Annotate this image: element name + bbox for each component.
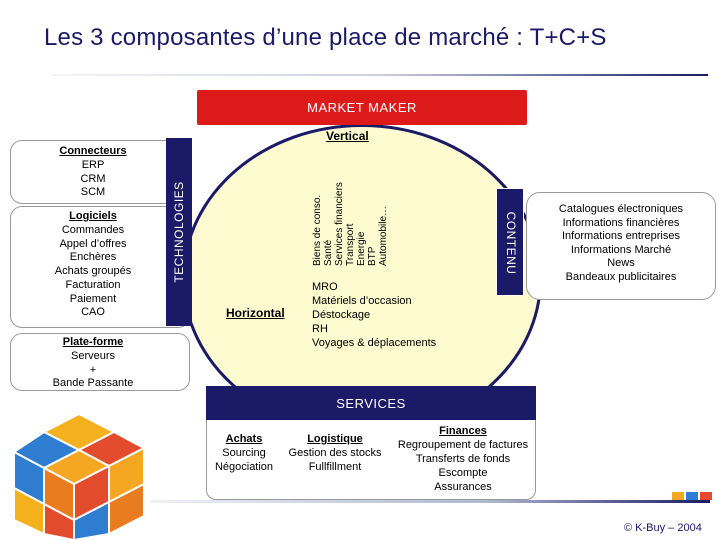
logiciels-box: Logiciels Commandes Appel d’offres Enchè…	[10, 206, 190, 328]
achats-heading: Achats	[225, 433, 263, 445]
vertical-item: Energie	[356, 231, 367, 266]
technologies-bar: TECHNOLOGIES	[166, 138, 192, 326]
services-bar: SERVICES	[206, 386, 536, 420]
plateforme-item: Serveurs	[70, 349, 116, 362]
technologies-label: TECHNOLOGIES	[172, 181, 186, 283]
logiciels-item: Enchères	[69, 251, 117, 264]
horizontal-item: MRO	[312, 281, 338, 293]
accent-bar-red	[700, 492, 712, 500]
horizontal-item: Déstockage	[312, 309, 371, 321]
connecteurs-box: Connecteurs ERP CRM SCM	[10, 140, 190, 204]
finances-item: Escompte	[438, 467, 488, 479]
logiciels-heading: Logiciels	[69, 210, 117, 222]
contenu-bar: CONTENU	[496, 188, 524, 296]
accent-bars	[672, 492, 712, 500]
finances-column: Finances Regroupement de factures Transf…	[385, 424, 541, 494]
contenu-box: Catalogues électroniques Informations fi…	[526, 192, 716, 300]
horizontal-item: Voyages & déplacements	[312, 337, 437, 349]
plateforme-heading: Plate-forme	[62, 336, 124, 348]
achats-item: Sourcing	[222, 447, 266, 459]
horizontal-label: Horizontal	[226, 306, 285, 320]
vertical-item: BTP	[367, 246, 378, 266]
accent-bar-blue	[686, 492, 698, 500]
logistique-heading: Logistique	[307, 433, 363, 445]
horizontal-item: RH	[312, 323, 328, 335]
contenu-item: Informations Marché	[570, 243, 672, 256]
market-maker-bar: MARKET MAKER	[197, 90, 527, 125]
vertical-item: Automobile…	[378, 205, 389, 266]
vertical-item: Transport	[345, 223, 356, 266]
vertical-item: Santé	[323, 239, 334, 266]
contenu-item: Bandeaux publicitaires	[565, 270, 677, 283]
logistique-column: Logistique Gestion des stocks Fullfillme…	[283, 432, 387, 474]
connecteurs-item: ERP	[81, 158, 105, 171]
connecteurs-item: CRM	[80, 172, 106, 185]
vertical-item: Services financiers	[334, 182, 345, 266]
plateforme-item: +	[89, 363, 97, 376]
achats-column: Achats Sourcing Négociation	[209, 432, 279, 474]
services-box: Achats Sourcing Négociation Logistique G…	[206, 418, 536, 500]
achats-item: Négociation	[214, 461, 274, 473]
finances-item: Assurances	[434, 481, 492, 493]
plateforme-box: Plate-forme Serveurs + Bande Passante	[10, 333, 190, 391]
connecteurs-item: SCM	[80, 186, 106, 199]
logiciels-item: Appel d’offres	[59, 237, 127, 250]
vertical-label: Vertical	[326, 129, 369, 143]
contenu-item: Informations financières	[562, 216, 680, 229]
title-rule	[52, 74, 708, 76]
logiciels-item: Paiement	[69, 292, 117, 305]
finances-item: Transferts de fonds	[415, 453, 511, 465]
footer-rule	[150, 500, 710, 503]
contenu-item: Informations entreprises	[562, 230, 680, 242]
vertical-item: Biens de conso.	[312, 194, 323, 266]
logiciels-item: Commandes	[61, 223, 125, 236]
finances-heading: Finances	[439, 425, 487, 437]
copyright: © K-Buy – 2004	[624, 522, 702, 534]
marketplace-circle	[182, 124, 542, 434]
logistique-item: Gestion des stocks	[288, 447, 382, 459]
contenu-label: CONTENU	[504, 211, 518, 275]
logiciels-item: Facturation	[65, 278, 121, 291]
finances-item: Regroupement de factures	[397, 439, 529, 451]
horizontal-list: MRO Matériels d’occasion Déstockage RH V…	[312, 280, 436, 350]
accent-bar-orange	[672, 492, 684, 500]
horizontal-item: Matériels d’occasion	[312, 295, 412, 307]
vertical-list: Biens de conso. Santé Services financier…	[312, 146, 440, 266]
cube-logo-icon	[12, 412, 147, 540]
contenu-item: Catalogues électroniques	[558, 203, 684, 215]
logiciels-item: Achats groupés	[54, 265, 132, 277]
logistique-item: Fullfillment	[308, 461, 362, 473]
connecteurs-heading: Connecteurs	[59, 145, 127, 157]
plateforme-item: Bande Passante	[52, 377, 134, 390]
logiciels-item: CAO	[81, 306, 105, 319]
page-title: Les 3 composantes d’une place de marché …	[44, 24, 607, 51]
contenu-item: News	[607, 257, 635, 269]
